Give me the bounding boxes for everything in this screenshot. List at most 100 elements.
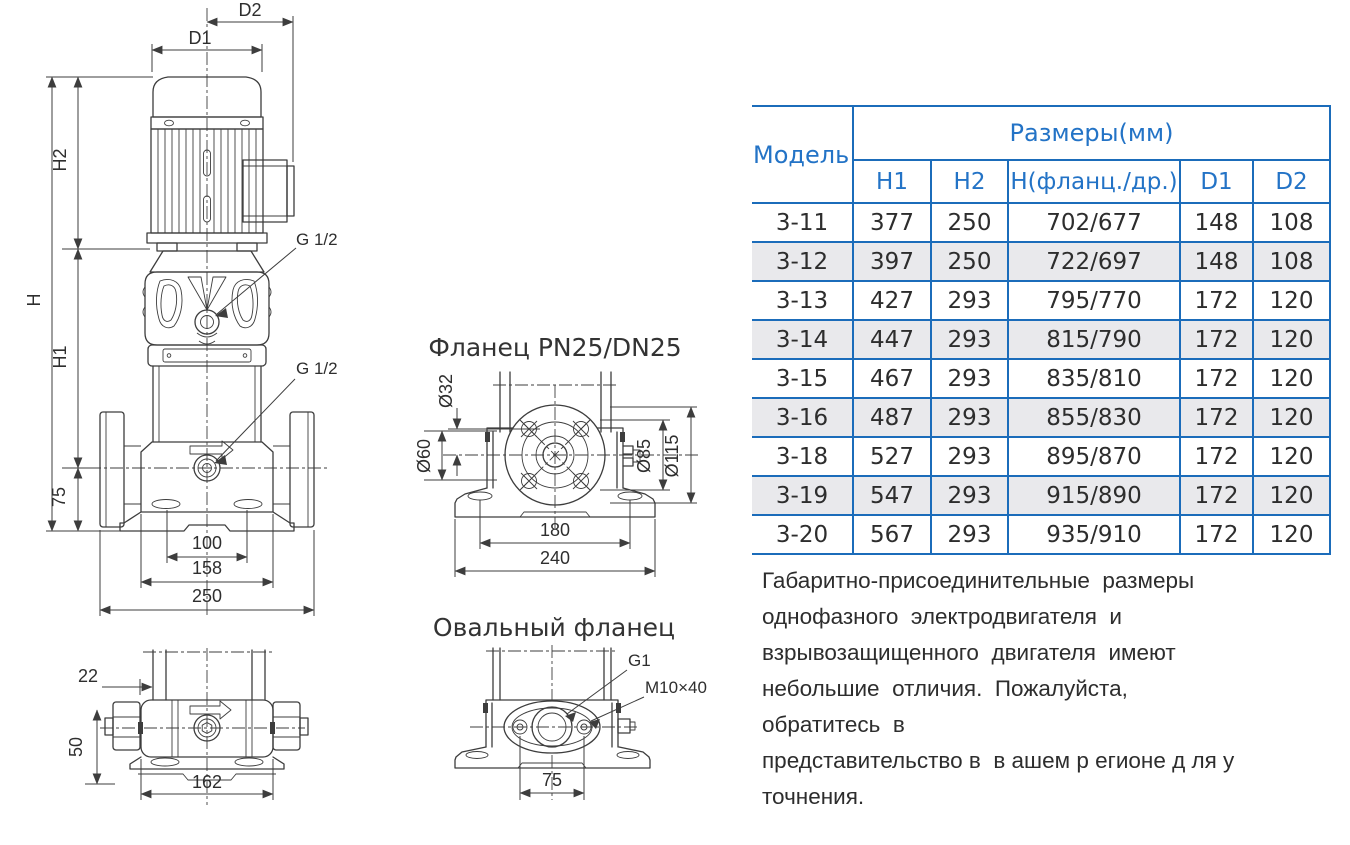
dimension-cell: 120 (1252, 514, 1331, 555)
pump-front-view: D1 D2 H H2 H1 75 100 158 (24, 0, 338, 616)
dimension-cell: 447 (852, 319, 932, 360)
model-column-header: Модель (752, 105, 854, 204)
dimension-cell: 487 (852, 397, 932, 438)
dimension-cell: 172 (1179, 436, 1254, 477)
dim-label-d60: Ø60 (414, 439, 434, 473)
dimension-cell: 293 (930, 280, 1009, 321)
dim-label-h2: H2 (50, 148, 70, 171)
sizes-group-header: Размеры(мм) (852, 105, 1331, 161)
dimension-cell: 172 (1179, 358, 1254, 399)
dim-label-162: 162 (192, 772, 222, 792)
dimension-cell: 293 (930, 475, 1009, 516)
oval-flange-title: Овальный фланец (433, 613, 675, 642)
oval-flange-view: Овальный фланец (433, 613, 707, 800)
dimension-cell: 293 (930, 397, 1009, 438)
dim-label-d1: D1 (188, 28, 211, 48)
dimension-cell: 547 (852, 475, 932, 516)
model-cell: 3-12 (752, 241, 854, 282)
dimension-cell: 915/890 (1007, 475, 1181, 516)
column-header-h1: H1 (852, 159, 932, 204)
dim-label-h1: H1 (50, 345, 70, 368)
pump-bottom-view: 22 50 162 (66, 648, 309, 805)
column-header-h2: H2 (930, 159, 1009, 204)
dimension-cell: 815/790 (1007, 319, 1181, 360)
dimension-cell: 172 (1179, 397, 1254, 438)
dimension-cell: 293 (930, 358, 1009, 399)
dimension-cell: 293 (930, 436, 1009, 477)
dimension-cell: 172 (1179, 280, 1254, 321)
model-cell: 3-14 (752, 319, 854, 360)
model-cell: 3-18 (752, 436, 854, 477)
dimension-cell: 120 (1252, 358, 1331, 399)
dimension-cell: 172 (1179, 319, 1254, 360)
dimension-cell: 702/677 (1007, 202, 1181, 243)
vent-port (194, 309, 220, 335)
model-cell: 3-13 (752, 280, 854, 321)
dimension-cell: 293 (930, 514, 1009, 555)
dimension-cell: 148 (1179, 241, 1254, 282)
column-header-h-flanets: Н(фланц./др.) (1007, 159, 1181, 204)
dimension-cell: 722/697 (1007, 241, 1181, 282)
dim-label-50: 50 (66, 737, 86, 757)
dimension-cell: 835/810 (1007, 358, 1181, 399)
dim-label-d85: Ø85 (634, 439, 654, 473)
model-cell: 3-16 (752, 397, 854, 438)
technical-drawings: D1 D2 H H2 H1 75 100 158 (24, 0, 707, 805)
motor-note-text: Габаритно-присоединительные размеры одно… (762, 568, 1235, 809)
dimension-cell: 377 (852, 202, 932, 243)
dim-label-100: 100 (192, 533, 222, 553)
dimension-cell: 250 (930, 202, 1009, 243)
dimension-cell: 148 (1179, 202, 1254, 243)
flange-pn25-view: Фланец PN25/DN25 (414, 333, 700, 577)
model-cell: 3-11 (752, 202, 854, 243)
dimension-cell: 172 (1179, 514, 1254, 555)
port-label-g12-side: G 1/2 (296, 359, 338, 378)
discharge-flange (289, 411, 315, 528)
dimension-cell: 120 (1252, 475, 1331, 516)
dimension-cell: 120 (1252, 436, 1331, 477)
dim-label-d32: Ø32 (436, 374, 456, 408)
dimension-cell: 120 (1252, 280, 1331, 321)
dimension-cell: 895/870 (1007, 436, 1181, 477)
dim-label-180: 180 (540, 520, 570, 540)
dimension-cell: 108 (1252, 241, 1331, 282)
dimension-cell: 293 (930, 319, 1009, 360)
dimension-cell: 120 (1252, 319, 1331, 360)
dimension-cell: 172 (1179, 475, 1254, 516)
model-cell: 3-19 (752, 475, 854, 516)
dimension-cell: 527 (852, 436, 932, 477)
dimension-cell: 567 (852, 514, 932, 555)
flange-view-title: Фланец PN25/DN25 (428, 333, 681, 362)
dimension-cell: 935/910 (1007, 514, 1181, 555)
dim-label-158: 158 (192, 558, 222, 578)
column-header-d1: D1 (1179, 159, 1254, 204)
dim-label-d2: D2 (238, 0, 261, 20)
dimension-cell: 120 (1252, 397, 1331, 438)
suction-flange (99, 411, 125, 528)
thread-label-g1: G1 (628, 651, 651, 670)
dim-label-22: 22 (78, 666, 98, 686)
dimension-cell: 250 (930, 241, 1009, 282)
dimensions-table: Модель Размеры(мм) H1 H2 Н(фланц./др.) D… (752, 105, 1331, 555)
dimension-cell: 108 (1252, 202, 1331, 243)
model-cell: 3-20 (752, 514, 854, 555)
model-cell: 3-15 (752, 358, 854, 399)
dimension-cell: 855/830 (1007, 397, 1181, 438)
dim-label-d115: Ø115 (662, 435, 682, 478)
dim-label-oval-75: 75 (542, 770, 562, 790)
dimension-cell: 427 (852, 280, 932, 321)
dim-label-250: 250 (192, 586, 222, 606)
dim-label-75: 75 (49, 487, 69, 507)
bolt-label-m10: M10×40 (645, 678, 707, 697)
table-header: Модель Размеры(мм) H1 H2 Н(фланц./др.) D… (752, 105, 1331, 204)
port-label-g12-top: G 1/2 (296, 230, 338, 249)
